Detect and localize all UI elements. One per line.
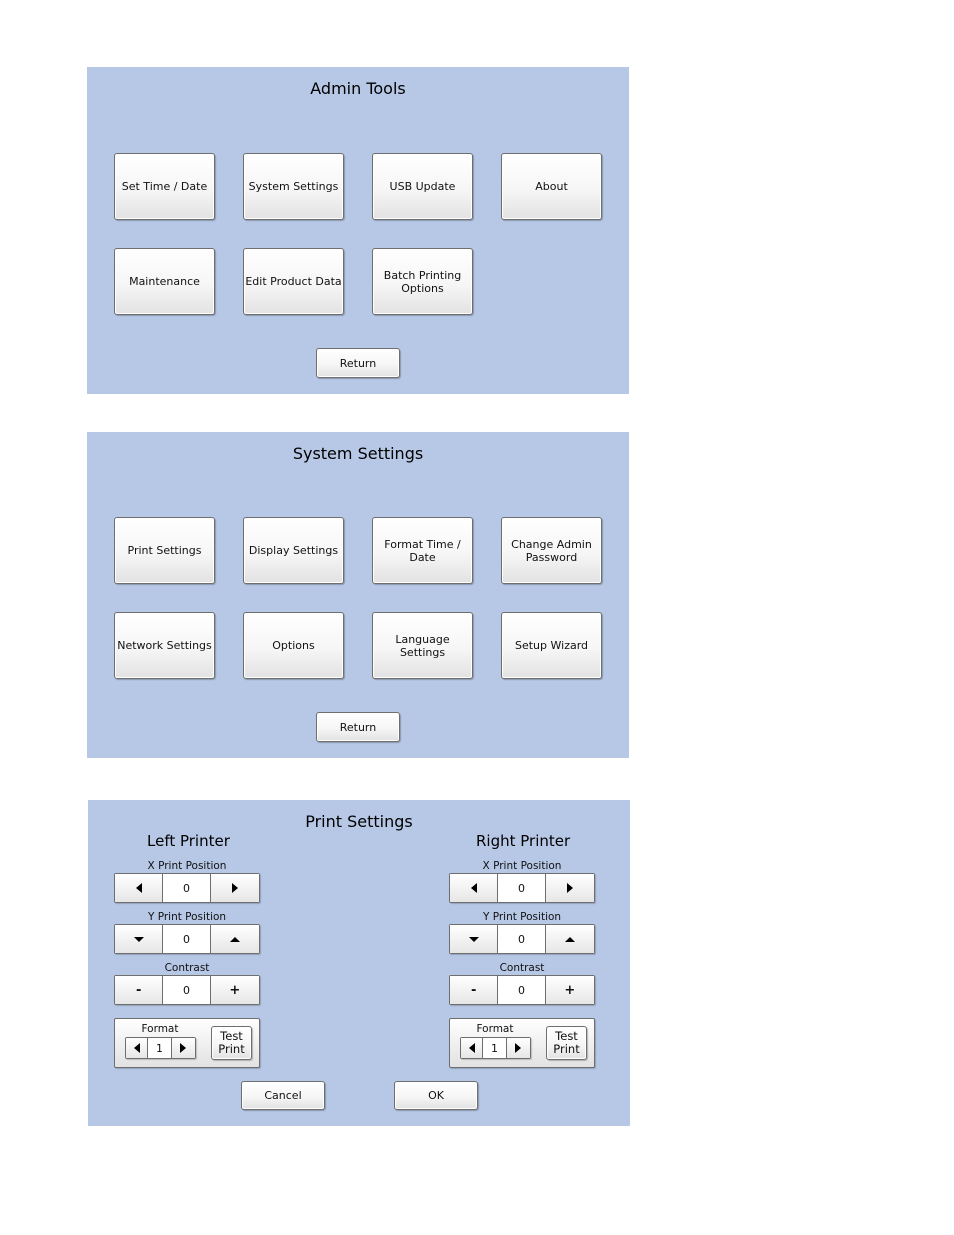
language-settings-button[interactable]: Language Settings [372, 612, 473, 679]
left-arrow-icon [468, 1043, 475, 1053]
display-settings-button[interactable]: Display Settings [243, 517, 344, 584]
about-button[interactable]: About [501, 153, 602, 220]
left-y-position-label: Y Print Position [147, 911, 227, 923]
system-settings-panel: System Settings Print Settings Display S… [87, 432, 629, 758]
right-format-label: Format [476, 1023, 514, 1035]
right-y-position-label: Y Print Position [482, 911, 562, 923]
edit-product-data-button[interactable]: Edit Product Data [243, 248, 344, 315]
print-settings-panel: Print Settings Left Printer X Print Posi… [88, 800, 630, 1126]
left-test-print-button[interactable]: Test Print [211, 1026, 252, 1060]
right-y-value: 0 [498, 925, 546, 953]
left-contrast-stepper: - 0 + [114, 975, 260, 1005]
system-settings-button[interactable]: System Settings [243, 153, 344, 220]
right-contrast-value: 0 [498, 976, 546, 1004]
up-arrow-icon [229, 936, 240, 942]
down-arrow-icon [133, 936, 144, 942]
up-arrow-icon [564, 936, 575, 942]
left-arrow-icon [133, 1043, 140, 1053]
left-y-value: 0 [163, 925, 211, 953]
left-contrast-label: Contrast [164, 962, 210, 974]
right-x-value: 0 [498, 874, 546, 902]
left-x-position-label: X Print Position [147, 860, 227, 872]
left-x-position-stepper: 0 [114, 873, 260, 903]
left-format-label: Format [141, 1023, 179, 1035]
left-format-value: 1 [148, 1038, 172, 1058]
maintenance-button[interactable]: Maintenance [114, 248, 215, 315]
usb-update-button[interactable]: USB Update [372, 153, 473, 220]
right-arrow-icon [180, 1043, 187, 1053]
right-x-increase-button[interactable] [545, 874, 594, 902]
left-contrast-plus-button[interactable]: + [210, 976, 259, 1004]
system-return-button[interactable]: Return [316, 712, 400, 742]
right-test-print-button[interactable]: Test Print [546, 1026, 587, 1060]
left-x-increase-button[interactable] [210, 874, 259, 902]
right-arrow-icon [515, 1043, 522, 1053]
right-x-position-stepper: 0 [449, 873, 595, 903]
setup-wizard-button[interactable]: Setup Wizard [501, 612, 602, 679]
system-settings-title: System Settings [292, 444, 424, 463]
admin-return-button[interactable]: Return [316, 348, 400, 378]
print-settings-button[interactable]: Print Settings [114, 517, 215, 584]
ok-button[interactable]: OK [394, 1081, 478, 1110]
down-arrow-icon [468, 936, 479, 942]
admin-tools-panel: Admin Tools Set Time / Date System Setti… [87, 67, 629, 394]
left-arrow-icon [470, 883, 477, 893]
right-format-box: Format 1 Test Print [449, 1018, 595, 1068]
left-arrow-icon [135, 883, 142, 893]
admin-tools-title: Admin Tools [310, 79, 406, 98]
right-arrow-icon [566, 883, 573, 893]
right-contrast-stepper: - 0 + [449, 975, 595, 1005]
right-format-next-button[interactable] [506, 1038, 530, 1058]
right-format-value: 1 [483, 1038, 507, 1058]
right-contrast-label: Contrast [499, 962, 545, 974]
left-y-decrease-button[interactable] [115, 925, 164, 953]
batch-printing-options-button[interactable]: Batch Printing Options [372, 248, 473, 315]
right-y-decrease-button[interactable] [450, 925, 499, 953]
change-admin-password-button[interactable]: Change Admin Password [501, 517, 602, 584]
print-settings-title: Print Settings [305, 812, 413, 831]
set-time-date-button[interactable]: Set Time / Date [114, 153, 215, 220]
left-x-value: 0 [163, 874, 211, 902]
left-format-prev-button[interactable] [126, 1038, 149, 1058]
right-arrow-icon [231, 883, 238, 893]
network-settings-button[interactable]: Network Settings [114, 612, 215, 679]
right-x-position-label: X Print Position [482, 860, 562, 872]
left-contrast-value: 0 [163, 976, 211, 1004]
right-contrast-plus-button[interactable]: + [545, 976, 594, 1004]
right-printer-title: Right Printer [476, 832, 571, 850]
right-contrast-minus-button[interactable]: - [450, 976, 499, 1004]
left-format-next-button[interactable] [171, 1038, 195, 1058]
right-y-position-stepper: 0 [449, 924, 595, 954]
right-x-decrease-button[interactable] [450, 874, 499, 902]
right-format-prev-button[interactable] [461, 1038, 484, 1058]
left-contrast-minus-button[interactable]: - [115, 976, 164, 1004]
cancel-button[interactable]: Cancel [241, 1081, 325, 1110]
left-printer-title: Left Printer [147, 832, 230, 850]
options-button[interactable]: Options [243, 612, 344, 679]
left-y-increase-button[interactable] [210, 925, 259, 953]
left-x-decrease-button[interactable] [115, 874, 164, 902]
left-y-position-stepper: 0 [114, 924, 260, 954]
left-format-box: Format 1 Test Print [114, 1018, 260, 1068]
left-format-stepper: 1 [125, 1037, 196, 1059]
right-y-increase-button[interactable] [545, 925, 594, 953]
format-time-date-button[interactable]: Format Time / Date [372, 517, 473, 584]
right-format-stepper: 1 [460, 1037, 531, 1059]
